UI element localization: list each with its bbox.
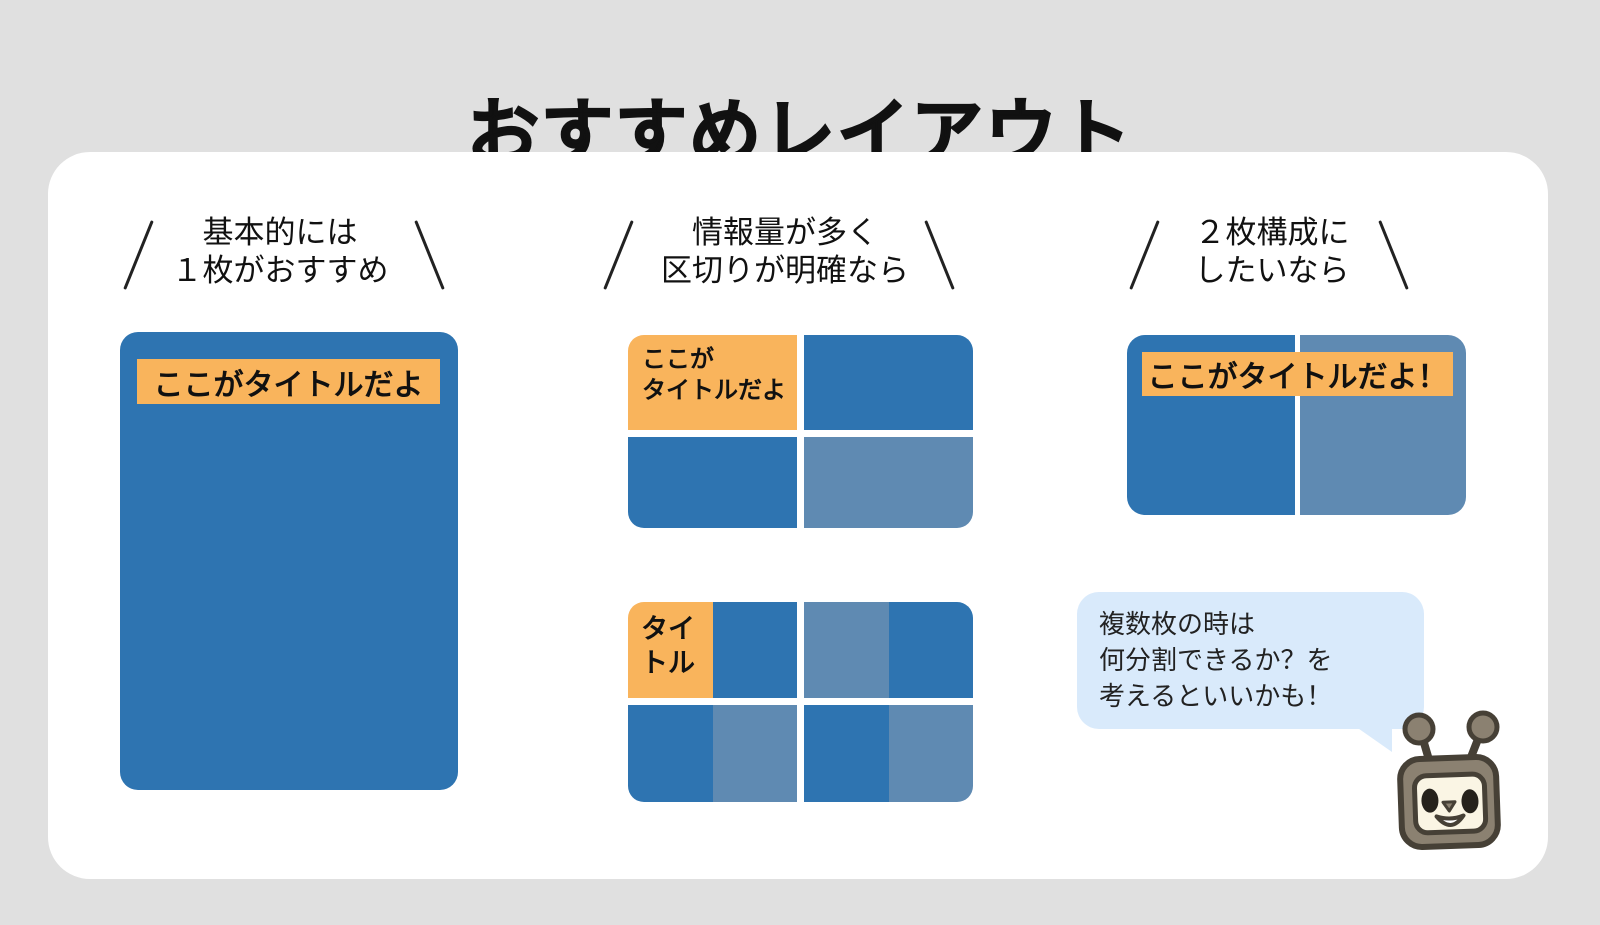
title-band: ここがタイトルだよ！ xyxy=(1142,352,1453,396)
header-line: 区切りが明確なら xyxy=(661,253,909,288)
grid-card xyxy=(804,602,973,698)
grid-card xyxy=(804,705,973,802)
header-line: ２枚構成に xyxy=(1194,215,1350,250)
grid-cell xyxy=(804,335,973,430)
header-line: したいなら xyxy=(1194,253,1350,288)
grid-card: タイ トル xyxy=(628,602,797,698)
grid-card xyxy=(628,705,797,802)
grid-half xyxy=(628,705,713,802)
grid-title-cell: タイ トル xyxy=(628,602,713,698)
grid-title-line: トル xyxy=(641,648,695,678)
grid-cell xyxy=(628,437,797,528)
single-sheet-layout-card: ここがタイトルだよ xyxy=(120,332,458,790)
grid-half xyxy=(888,602,973,698)
grid-half xyxy=(804,705,889,802)
bubble-line: 考えるといいかも！ xyxy=(1099,681,1333,711)
header-much-info: 情報量が多く 区切りが明確なら xyxy=(655,214,915,290)
grid-title-line: タイトルだよ xyxy=(642,377,786,404)
grid-half xyxy=(712,705,797,802)
eight-split-layout-grid: タイ トル xyxy=(628,602,973,802)
bubble-line: 複数枚の時は xyxy=(1099,609,1256,639)
header-basic-one-sheet: 基本的には １枚がおすすめ xyxy=(150,214,410,290)
title-band: ここがタイトルだよ xyxy=(137,359,440,404)
grid-cell xyxy=(804,437,973,528)
grid-title-cell: ここが タイトルだよ xyxy=(628,335,797,430)
grid-half xyxy=(888,705,973,802)
grid-half xyxy=(712,602,797,698)
speech-bubble: 複数枚の時は 何分割できるか？を 考えるといいかも！ xyxy=(1077,592,1424,729)
robot-tv-mascot-icon xyxy=(1397,710,1501,850)
header-line: 情報量が多く xyxy=(692,215,878,250)
four-split-layout-grid: ここが タイトルだよ xyxy=(628,335,973,528)
bubble-line: 何分割できるか？を xyxy=(1099,645,1333,675)
header-line: 基本的には xyxy=(202,215,358,250)
header-two-sheet: ２枚構成に したいなら xyxy=(1152,214,1392,290)
grid-title-line: タイ xyxy=(641,614,695,644)
speech-bubble-tail xyxy=(1352,724,1392,752)
header-line: １枚がおすすめ xyxy=(171,253,389,288)
grid-half xyxy=(804,602,889,698)
grid-title-line: ここが xyxy=(642,346,714,373)
